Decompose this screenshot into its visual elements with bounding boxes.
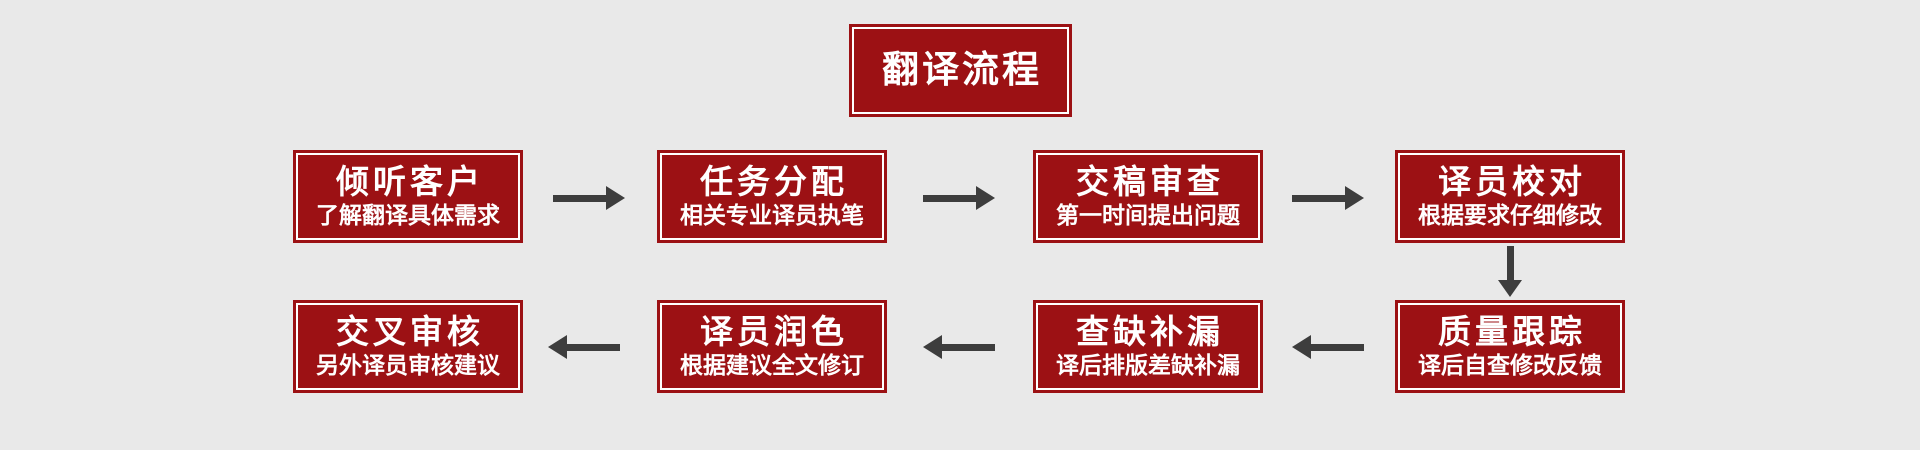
step-subtitle: 了解翻译具体需求 (316, 203, 500, 230)
step-title: 交稿审查 (1076, 162, 1224, 202)
step-subtitle: 译后自查修改反馈 (1418, 353, 1602, 380)
arrow-left-icon (923, 335, 995, 359)
arrow-right-icon (553, 186, 625, 210)
step-box-5: 质量跟踪 译后自查修改反馈 (1395, 300, 1625, 393)
step-title: 倾听客户 (336, 162, 484, 202)
step-box-4: 译员校对 根据要求仔细修改 (1395, 150, 1625, 243)
step-subtitle: 根据建议全文修订 (680, 353, 864, 380)
arrow-right-icon (923, 186, 995, 210)
step-box-6: 查缺补漏 译后排版差缺补漏 (1033, 300, 1263, 393)
arrow-left-icon (548, 335, 620, 359)
step-subtitle: 另外译员审核建议 (316, 353, 500, 380)
arrow-right-icon (1292, 186, 1364, 210)
step-title: 质量跟踪 (1438, 312, 1586, 352)
step-box-2: 任务分配 相关专业译员执笔 (657, 150, 887, 243)
arrow-down-icon (1498, 246, 1522, 297)
title-box: 翻译流程 (849, 24, 1072, 117)
step-subtitle: 相关专业译员执笔 (680, 203, 864, 230)
step-box-1: 倾听客户 了解翻译具体需求 (293, 150, 523, 243)
arrow-left-icon (1292, 335, 1364, 359)
step-title: 译员校对 (1438, 162, 1586, 202)
step-title: 查缺补漏 (1076, 312, 1224, 352)
page-title: 翻译流程 (882, 48, 1042, 92)
step-box-8: 交叉审核 另外译员审核建议 (293, 300, 523, 393)
step-subtitle: 第一时间提出问题 (1056, 203, 1240, 230)
step-subtitle: 译后排版差缺补漏 (1056, 353, 1240, 380)
step-title: 任务分配 (700, 162, 848, 202)
step-box-7: 译员润色 根据建议全文修订 (657, 300, 887, 393)
step-title: 交叉审核 (336, 312, 484, 352)
step-box-3: 交稿审查 第一时间提出问题 (1033, 150, 1263, 243)
step-title: 译员润色 (700, 312, 848, 352)
step-subtitle: 根据要求仔细修改 (1418, 203, 1602, 230)
